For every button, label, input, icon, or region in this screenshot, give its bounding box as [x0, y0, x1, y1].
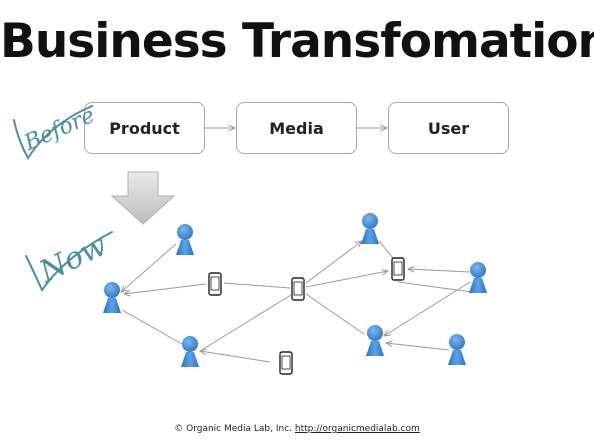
media-box: Media	[236, 102, 357, 154]
edge	[124, 283, 207, 294]
person-icon	[448, 334, 466, 365]
user-label: User	[427, 118, 470, 138]
phone-icon	[291, 277, 305, 301]
footer-copyright: © Organic Media Lab, Inc. http://organic…	[0, 424, 594, 434]
edge	[386, 343, 450, 351]
phone-icon	[279, 351, 293, 375]
before-handwriting: Before	[13, 103, 99, 160]
edge	[384, 281, 471, 336]
edge	[121, 243, 177, 292]
edge	[397, 281, 473, 293]
product-box: Product	[84, 102, 205, 154]
person-icon	[181, 336, 199, 367]
edge	[305, 293, 365, 335]
footer-link[interactable]: http://organicmedialab.com	[294, 424, 420, 434]
edge	[200, 351, 271, 363]
now-handwriting: Now	[25, 228, 113, 293]
edge	[223, 282, 291, 289]
before-check-icon	[13, 105, 93, 160]
person-icon	[103, 282, 121, 313]
edge	[408, 269, 471, 272]
person-icon	[469, 262, 487, 293]
people-nodes	[103, 213, 487, 367]
phone-nodes	[208, 257, 405, 375]
edge	[305, 271, 388, 288]
edge	[378, 240, 394, 259]
product-label: Product	[109, 118, 180, 138]
page-title: Business Transfomation	[0, 14, 594, 69]
person-icon	[176, 224, 194, 255]
network-edges	[121, 240, 473, 363]
user-box: User	[388, 102, 509, 154]
edge	[121, 309, 183, 345]
phone-icon	[391, 257, 405, 281]
phone-icon	[208, 272, 222, 296]
now-check-icon	[25, 231, 113, 293]
edge	[199, 294, 292, 352]
media-label: Media	[269, 118, 324, 138]
now-handwriting-text: Now	[33, 228, 112, 291]
footer-text: © Organic Media Lab, Inc.	[174, 424, 293, 434]
before-handwriting-text: Before	[20, 103, 99, 156]
person-icon	[361, 213, 379, 244]
down-arrow-icon	[110, 171, 176, 225]
person-icon	[366, 325, 384, 356]
edge	[305, 241, 362, 284]
